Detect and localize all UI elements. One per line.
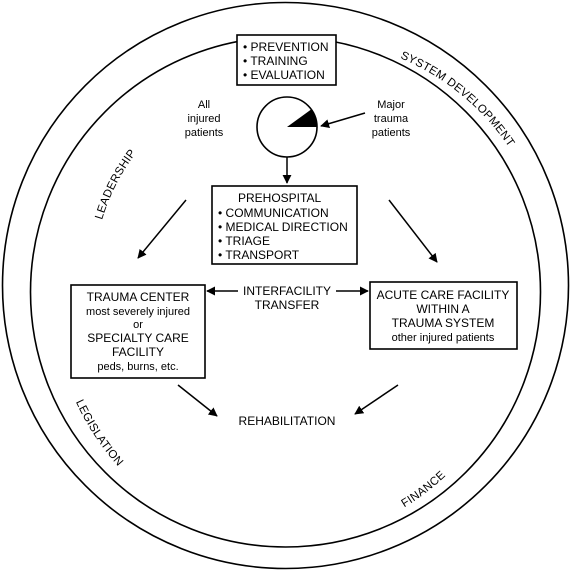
legislation-label: LEGISLATION (73, 398, 125, 469)
major-trauma-line-1: Major (377, 99, 405, 111)
training-line: • TRAINING (243, 54, 308, 68)
prevention-line: • PREVENTION (243, 40, 329, 54)
trauma-center-line-3: or (133, 319, 143, 331)
major-trauma-arrow (320, 112, 366, 129)
all-injured-line-1: All (198, 99, 210, 111)
acute-care-box (369, 281, 518, 350)
acute-care-line-2: WITHIN A (416, 302, 469, 316)
trauma-center-line-4: SPECIALTY CARE (87, 331, 189, 345)
prehospital-item-medical-direction: • MEDICAL DIRECTION (218, 220, 348, 234)
major-trauma-line-2: trauma (374, 113, 409, 125)
interfacility-line-1: INTERFACILITY (243, 284, 331, 298)
leadership-label: LEADERSHIP (93, 147, 138, 221)
trauma-center-box (70, 284, 206, 379)
trauma-center-line-6: peds, burns, etc. (97, 361, 178, 373)
prehospital-item-triage: • TRIAGE (218, 234, 270, 248)
interfacility-line-2: TRANSFER (255, 298, 320, 312)
acute-care-line-4: other injured patients (392, 332, 495, 344)
major-trauma-line-3: patients (372, 127, 411, 139)
evaluation-line: • EVALUATION (243, 68, 325, 82)
all-injured-line-2: injured (187, 113, 220, 125)
prehospital-item-communication: • COMMUNICATION (218, 206, 329, 220)
trauma-to-rehab-arrow (177, 384, 218, 417)
prehospital-title: PREHOSPITAL (238, 191, 321, 205)
trauma-center-line-2: most severely injured (86, 306, 190, 318)
prevention-box (236, 34, 337, 86)
prehospital-item-transport: • TRANSPORT (218, 248, 300, 262)
trauma-center-line-1: TRAUMA CENTER (87, 290, 190, 304)
rehabilitation-label: REHABILITATION (239, 414, 336, 428)
prehospital-box (211, 185, 358, 265)
trauma-center-line-5: FACILITY (112, 345, 164, 359)
acute-care-line-3: TRAUMA SYSTEM (392, 316, 495, 330)
acute-to-rehab-arrow (354, 384, 399, 415)
all-injured-line-3: patients (185, 127, 224, 139)
to-acute-care-arrow (388, 199, 438, 263)
major-trauma-slice (287, 109, 317, 127)
finance-label: FINANCE (400, 469, 449, 510)
acute-care-line-1: ACUTE CARE FACILITY (377, 288, 510, 302)
to-trauma-center-arrow (137, 199, 187, 259)
